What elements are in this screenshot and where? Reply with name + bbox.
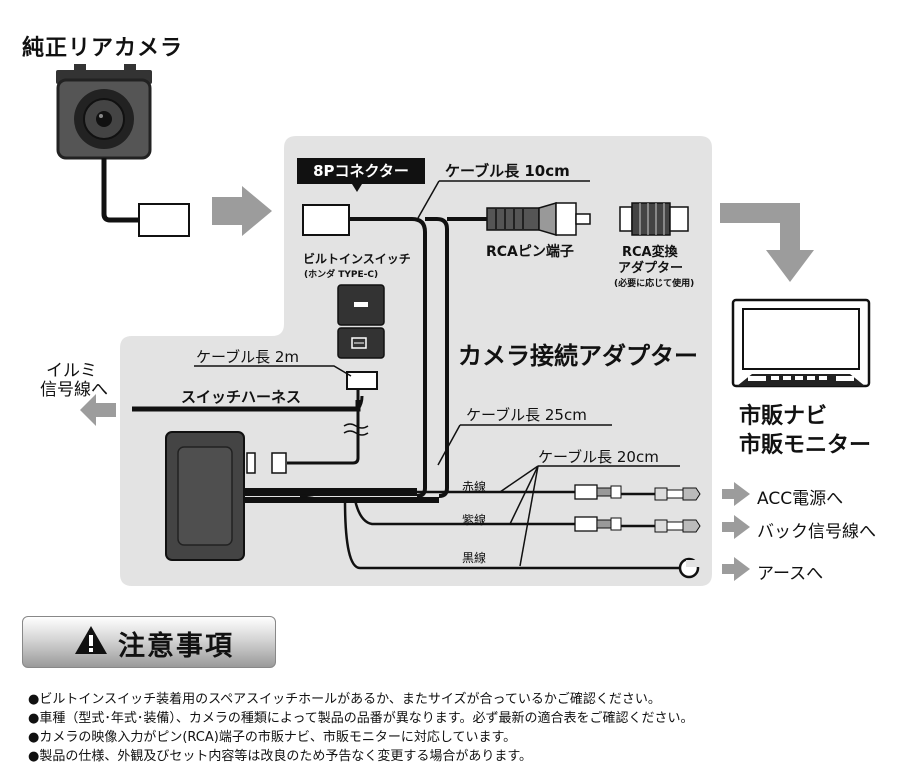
navi-monitor-icon	[731, 298, 871, 388]
connector-8p-label: 8Pコネクター	[297, 158, 425, 184]
acc-label: ACC電源へ	[757, 489, 844, 509]
ground-label: アースへ	[757, 564, 824, 584]
rca-adapter-label-1: RCA変換	[622, 245, 678, 260]
arrow-down-icon	[720, 203, 814, 282]
purple-wire-plug-icon	[574, 516, 701, 533]
rca-adapter-note: (必要に応じて使用)	[614, 279, 695, 289]
builtin-switch-sublabel: (ホンダ TYPE-C)	[304, 270, 379, 280]
arrow-left-icon	[80, 394, 116, 426]
product-panel	[120, 136, 712, 586]
warning-triangle-icon	[75, 626, 107, 654]
navi-label-2: 市販モニター	[739, 433, 872, 458]
rca-pin-icon	[486, 201, 591, 237]
arrow-back-icon	[722, 515, 750, 539]
purple-wire-label: 紫線	[462, 513, 487, 527]
camera-adapter-label: カメラ接続アダプター	[458, 342, 698, 370]
rca-pin-label: RCAピン端子	[486, 244, 574, 260]
notes-list: ●ビルトインスイッチ装着用のスペアスイッチホールがあるか、またサイズが合っている…	[28, 690, 694, 766]
note-item: ●カメラの映像入力がピン(RCA)端子の市販ナビ、市販モニターに対応しています。	[28, 730, 517, 745]
navi-label-1: 市販ナビ	[739, 404, 828, 429]
builtin-switch-label: ビルトインスイッチ	[303, 252, 411, 266]
arrow-ground-icon	[722, 557, 750, 581]
camera-connector	[138, 203, 190, 237]
note-item: ●車種（型式･年式･装備）、カメラの種類によって製品の品番が異なります。必ず最新…	[28, 711, 694, 726]
page-title: 純正リアカメラ	[22, 36, 184, 61]
black-wire-label: 黒線	[462, 551, 487, 565]
adapter-box	[165, 431, 245, 561]
note-item: ●製品の仕様、外観及びセット内容等は改良のため予告なく変更する場合があります。	[28, 749, 533, 764]
8p-connector	[302, 204, 350, 236]
illumi-label-1: イルミ	[46, 361, 97, 381]
illumi-label-2: 信号線へ	[40, 380, 108, 400]
rear-camera-icon	[56, 64, 152, 160]
caution-banner	[22, 616, 276, 668]
switch-connector	[346, 371, 378, 390]
note-item: ●ビルトインスイッチ装着用のスペアスイッチホールがあるか、またサイズが合っている…	[28, 692, 661, 707]
builtin-switch-icon	[337, 284, 385, 359]
camera-cable	[101, 158, 140, 223]
cable-10cm-label: ケーブル長 10cm	[445, 162, 570, 180]
cable-25cm-label: ケーブル長 25cm	[466, 406, 587, 424]
cable-20cm-label: ケーブル長 20cm	[538, 448, 659, 466]
rca-adapter-icon	[619, 202, 689, 236]
rca-adapter-label-2: アダプター	[618, 261, 684, 276]
back-label: バック信号線へ	[757, 522, 876, 542]
switch-harness-label: スイッチハーネス	[181, 388, 302, 406]
caution-title: 注意事項	[118, 631, 234, 662]
red-wire-plug-icon	[574, 484, 701, 501]
arrow-acc-icon	[722, 482, 750, 506]
ground-terminal-icon	[678, 557, 702, 579]
cable-2m-label: ケーブル長 2m	[196, 348, 300, 366]
arrow-right-icon	[212, 186, 272, 236]
red-wire-label: 赤線	[462, 480, 487, 494]
